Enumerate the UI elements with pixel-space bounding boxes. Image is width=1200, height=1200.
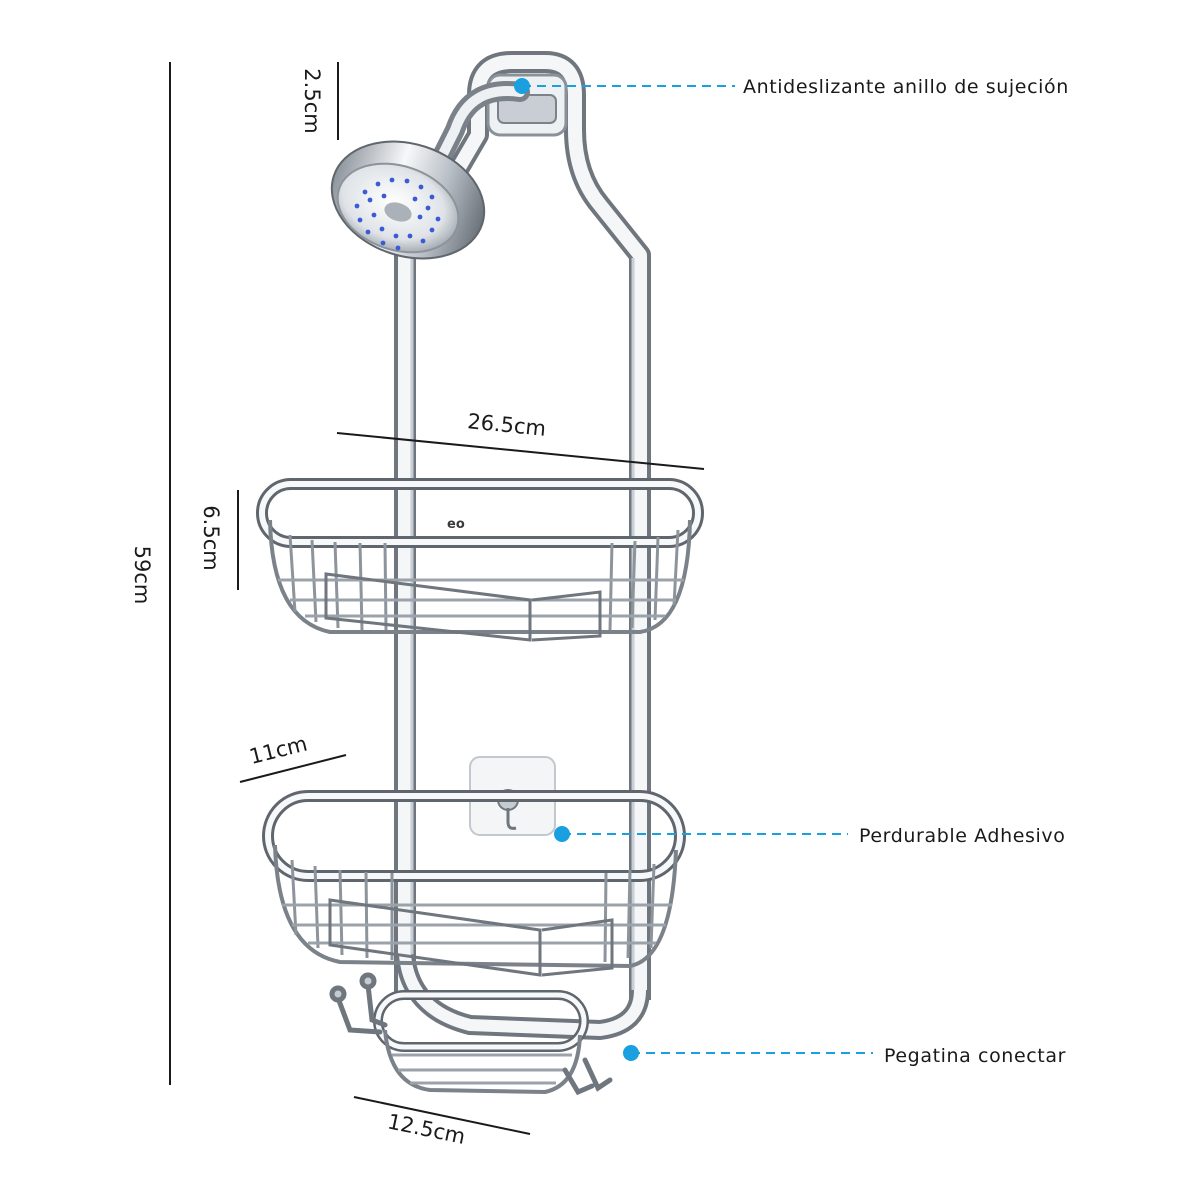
total-height-label: 59cm [130,546,154,605]
basket-height-label: 6.5cm [199,505,223,570]
top-width-line [336,432,705,470]
side-hooks [329,972,613,1096]
basket-depth-label: 11cm [247,731,310,768]
callout-label-adhesive: Perdurable Adhesivo [859,825,1065,847]
dimension-lines [169,62,705,1135]
basket-depth-line [239,754,347,783]
showerhead-icon [330,81,530,260]
shower-caddy-illustration: eo [256,51,704,1096]
top-width-label: 26.5cm [466,409,547,441]
middle-basket [262,790,686,977]
callout-label-ring: Antideslizante anillo de sujeción [743,76,1069,98]
callout-ring: Antideslizante anillo de sujeción [514,76,1069,98]
small-width-line [353,1096,531,1135]
callout-dot [514,78,530,94]
callout-dot [623,1045,639,1061]
hanger-frame [394,51,651,1040]
callout-dot [554,826,570,842]
callout-adhesive: Perdurable Adhesivo [554,825,1065,847]
small-basket [373,990,589,1095]
callout-sticker: Pegatina conectar [623,1045,1066,1067]
hook-height-label: 2.5cm [300,68,324,133]
upper-basket: eo [256,478,704,642]
brand-logo-upper: eo [447,517,465,532]
callout-label-sticker: Pegatina conectar [884,1045,1066,1067]
small-width-label: 12.5cm [385,1109,467,1149]
